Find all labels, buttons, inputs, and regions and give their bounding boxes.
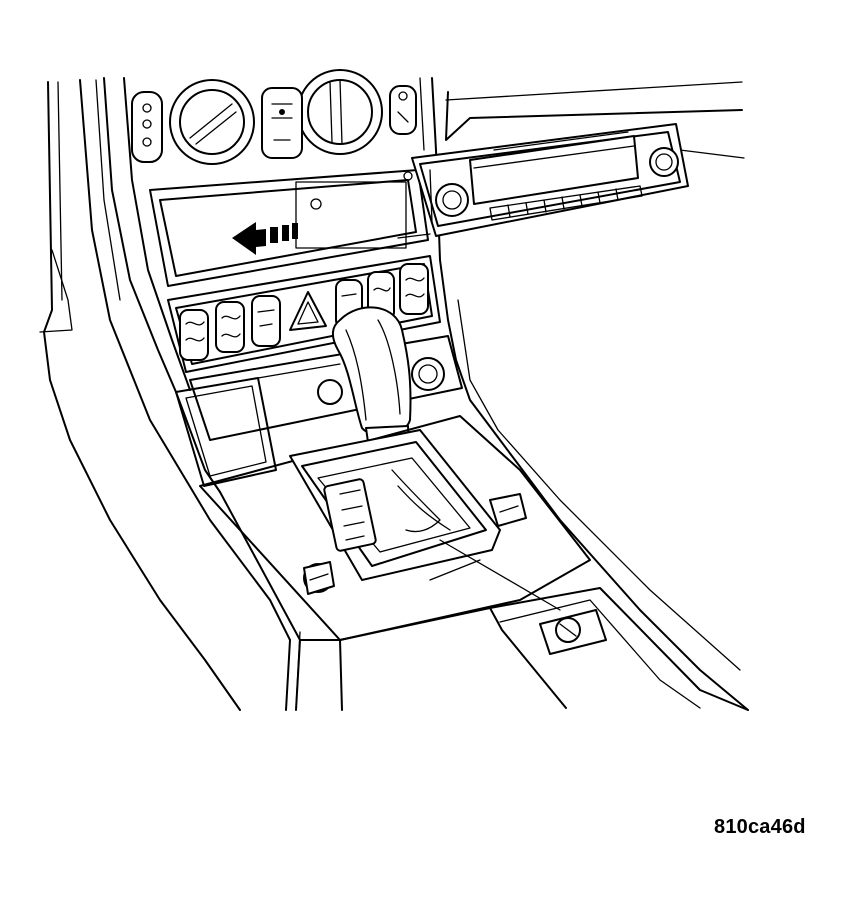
seat-switch-left-3: [252, 296, 280, 346]
upper-dash-outline: [446, 82, 744, 158]
gear-position-indicator: [324, 479, 377, 552]
arrow-dash-3: [292, 223, 298, 239]
seat-heater-switch-left-2: [216, 302, 244, 352]
figure-reference-code: 810ca46d: [714, 816, 806, 838]
left-trim-outlines: [40, 80, 300, 710]
arrow-dash-1: [270, 227, 278, 243]
radio-unit: [412, 124, 688, 236]
removal-direction-arrow-icon: [232, 222, 266, 255]
radio-left-knob: [436, 184, 468, 216]
radio-preset-buttons: [490, 186, 642, 220]
air-vents: [132, 70, 416, 164]
seat-heater-switch-right-3: [400, 264, 428, 314]
left-side-vent-panel: [132, 92, 162, 162]
cigar-lighter-right: [412, 358, 444, 390]
ashtray-lid: [176, 378, 276, 486]
arrow-dash-2: [282, 225, 289, 241]
right-side-vent-panel: [390, 86, 416, 134]
left-round-air-vent: [170, 80, 254, 164]
console-seam-line: [440, 540, 560, 610]
cigar-lighter-left: [318, 380, 342, 404]
shifter-gate-surround: [290, 430, 500, 580]
seat-heater-switch-left-1: [180, 310, 208, 360]
storage-compartment: [150, 170, 430, 286]
radio-right-knob: [650, 148, 678, 176]
center-vent-control: [262, 88, 302, 158]
lower-console: [220, 492, 748, 710]
radio-display: [470, 136, 638, 204]
shifter-bezel: [200, 416, 590, 640]
